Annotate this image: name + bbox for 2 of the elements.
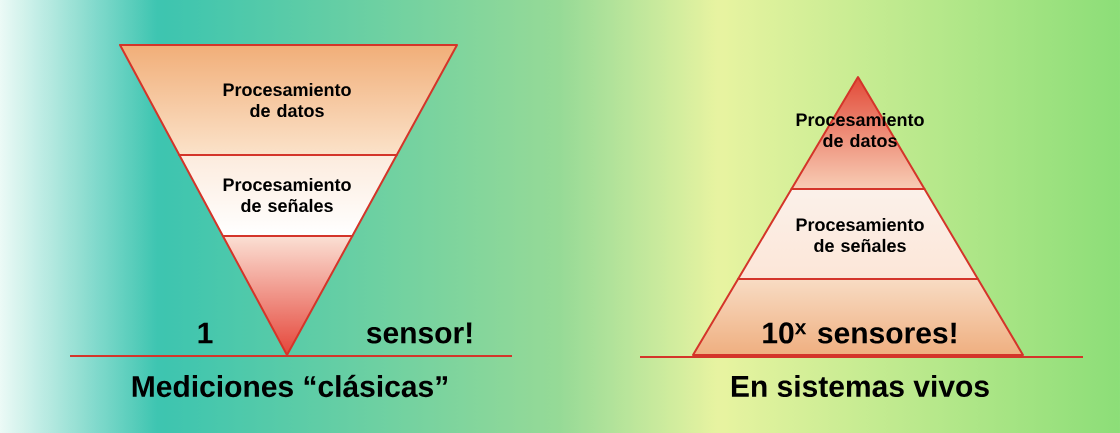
caption-text: 1 xyxy=(198,322,213,344)
caption-text: sensor! xyxy=(366,322,472,344)
